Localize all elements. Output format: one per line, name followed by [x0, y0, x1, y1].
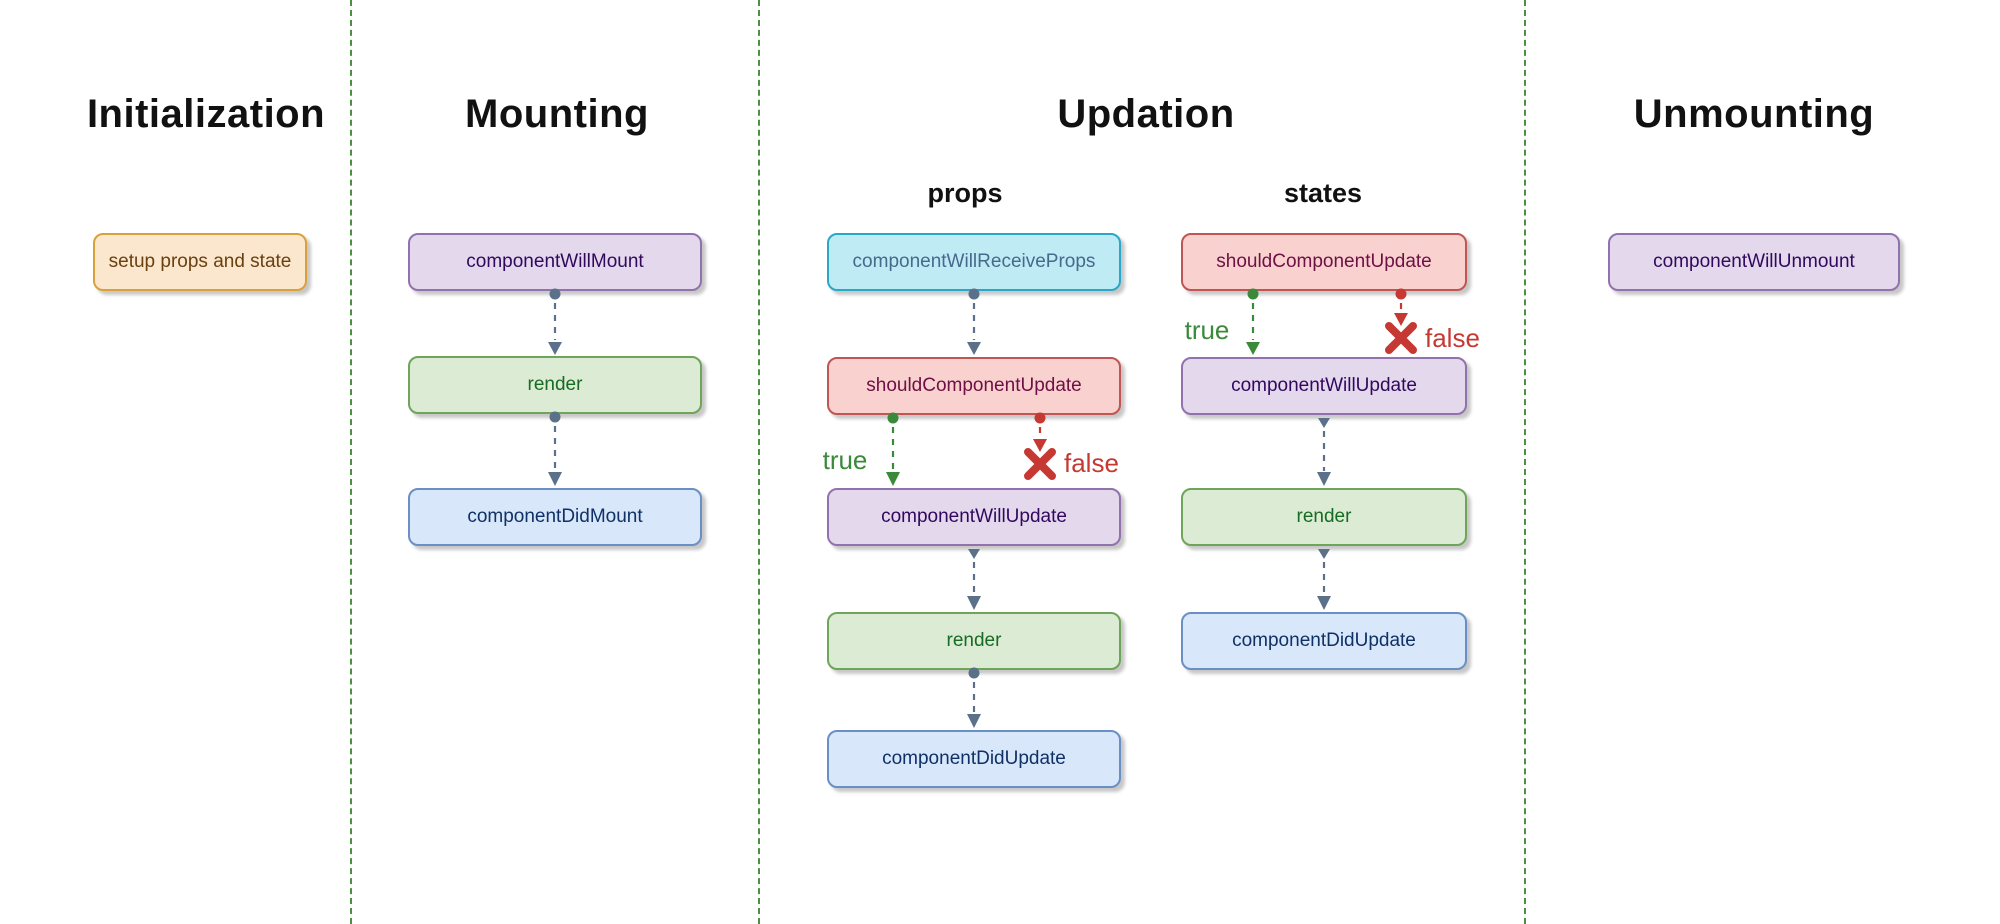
node-setup-props-and-state: setup props and state	[93, 233, 307, 291]
node-componentDidUpdate-states: componentDidUpdate	[1181, 612, 1467, 670]
separator-line	[758, 0, 760, 924]
branch-false-arrow-props: false	[1024, 412, 1119, 480]
node-componentDidMount: componentDidMount	[408, 488, 702, 546]
node-componentWillMount: componentWillMount	[408, 233, 702, 291]
separator-line	[350, 0, 352, 924]
arrow-willupdate-to-render-props	[967, 549, 981, 610]
branch-true-arrow-states: true	[1185, 288, 1260, 355]
branch-true-label-props: true	[823, 445, 868, 475]
node-componentDidUpdate-props: componentDidUpdate	[827, 730, 1121, 788]
arrow-willupdate-to-render-states	[1317, 418, 1331, 486]
node-componentWillUpdate-props: componentWillUpdate	[827, 488, 1121, 546]
node-shouldComponentUpdate-props: shouldComponentUpdate	[827, 357, 1121, 415]
arrow-render-to-didupdate-states	[1317, 549, 1331, 610]
arrow-willmount-to-render	[548, 288, 562, 355]
arrow-render-to-didupdate-props	[967, 667, 981, 728]
node-componentWillUnmount: componentWillUnmount	[1608, 233, 1900, 291]
section-title-updation: Updation	[1057, 92, 1235, 136]
node-componentWillReceiveProps: componentWillReceiveProps	[827, 233, 1121, 291]
branch-true-arrow-props: true	[823, 412, 900, 486]
node-render-states: render	[1181, 488, 1467, 546]
section-title-mounting: Mounting	[465, 92, 649, 136]
section-title-initialization: Initialization	[86, 92, 326, 136]
arrow-receiveprops-to-shouldupdate	[967, 288, 981, 355]
false-x-icon	[1024, 448, 1056, 480]
false-x-icon	[1385, 322, 1417, 354]
section-title-unmounting: Unmounting	[1633, 92, 1875, 136]
column-heading-states: states	[1283, 178, 1363, 208]
column-heading-props: props	[927, 178, 1003, 208]
separator-line	[1524, 0, 1526, 924]
node-render-props: render	[827, 612, 1121, 670]
branch-true-label-states: true	[1185, 315, 1230, 345]
branch-false-arrow-states: false	[1385, 288, 1480, 354]
node-shouldComponentUpdate-states: shouldComponentUpdate	[1181, 233, 1467, 291]
arrow-render-to-didmount	[548, 411, 562, 486]
branch-false-label-props: false	[1064, 448, 1119, 478]
node-componentWillUpdate-states: componentWillUpdate	[1181, 357, 1467, 415]
node-render-mounting: render	[408, 356, 702, 414]
branch-false-label-states: false	[1425, 323, 1480, 353]
